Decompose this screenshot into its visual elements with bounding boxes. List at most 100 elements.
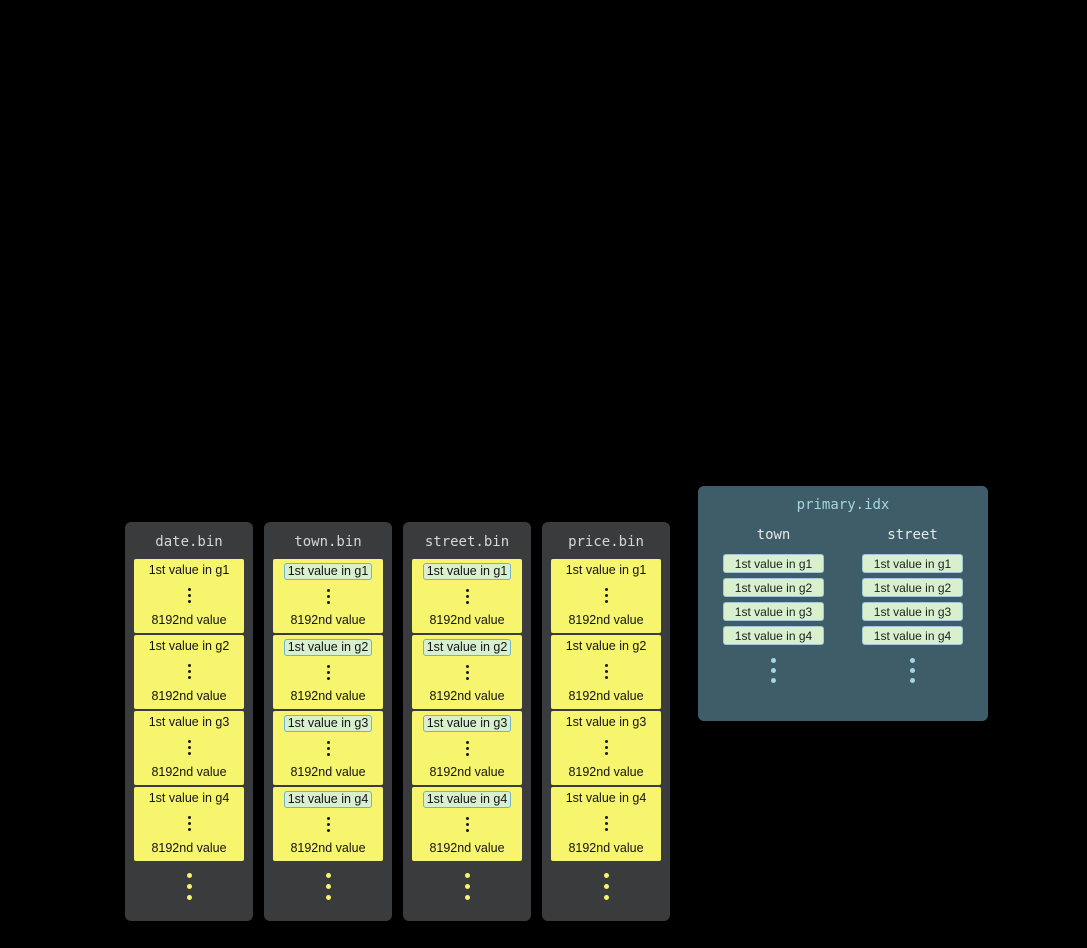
dot bbox=[325, 873, 331, 878]
granule-last-value: 8192nd value bbox=[568, 841, 644, 855]
granule-first-value: 1st value in g4 bbox=[148, 791, 230, 805]
granule-ellipsis-dots bbox=[187, 816, 191, 831]
dot bbox=[603, 873, 609, 878]
granule-ellipsis-dots bbox=[604, 588, 608, 603]
index-entry-g2: 1st value in g2 bbox=[723, 578, 824, 597]
granule-ellipsis-dots bbox=[326, 817, 330, 832]
granule-ellipsis-dots bbox=[187, 588, 191, 603]
granule-first-value-highlighted: 1st value in g1 bbox=[283, 563, 373, 580]
dot bbox=[604, 664, 608, 667]
bin-column-title: street.bin bbox=[424, 534, 510, 550]
dot bbox=[604, 594, 608, 597]
granule-first-value-highlighted: 1st value in g3 bbox=[283, 715, 373, 732]
dot bbox=[464, 873, 470, 878]
granule-first-value: 1st value in g3 bbox=[148, 715, 230, 729]
index-entry-g1: 1st value in g1 bbox=[723, 554, 824, 573]
granule-last-value: 8192nd value bbox=[429, 689, 505, 703]
more-granules-dots bbox=[464, 873, 470, 900]
index-entry-g3: 1st value in g3 bbox=[723, 602, 824, 621]
granule-ellipsis-dots bbox=[604, 816, 608, 831]
dot bbox=[465, 741, 469, 744]
dot bbox=[187, 588, 191, 591]
bin-column-title: price.bin bbox=[568, 534, 644, 550]
index-entry-g2: 1st value in g2 bbox=[862, 578, 963, 597]
granule-block-g3: 1st value in g3 8192nd value bbox=[134, 711, 244, 785]
granule-last-value: 8192nd value bbox=[151, 689, 227, 703]
dot bbox=[604, 828, 608, 831]
granule-first-value-highlighted: 1st value in g4 bbox=[283, 791, 373, 808]
dot bbox=[326, 829, 330, 832]
dot bbox=[187, 664, 191, 667]
dot bbox=[465, 665, 469, 668]
dot bbox=[603, 895, 609, 900]
dot bbox=[604, 752, 608, 755]
granule-ellipsis-dots bbox=[326, 589, 330, 604]
granule-last-value: 8192nd value bbox=[290, 613, 366, 627]
dot bbox=[465, 747, 469, 750]
dot bbox=[465, 677, 469, 680]
granule-last-value: 8192nd value bbox=[568, 765, 644, 779]
dot bbox=[187, 816, 191, 819]
dot bbox=[465, 589, 469, 592]
granule-ellipsis-dots bbox=[465, 589, 469, 604]
dot bbox=[604, 600, 608, 603]
dot bbox=[326, 741, 330, 744]
dot bbox=[187, 740, 191, 743]
dot bbox=[465, 823, 469, 826]
granule-last-value: 8192nd value bbox=[568, 689, 644, 703]
granule-first-value-highlighted: 1st value in g1 bbox=[422, 563, 512, 580]
dot bbox=[326, 823, 330, 826]
dot bbox=[325, 895, 331, 900]
granule-ellipsis-dots bbox=[604, 664, 608, 679]
granule-last-value: 8192nd value bbox=[290, 765, 366, 779]
granule-first-value-highlighted: 1st value in g2 bbox=[283, 639, 373, 656]
dot bbox=[187, 676, 191, 679]
dot bbox=[465, 753, 469, 756]
dot bbox=[187, 822, 191, 825]
dot bbox=[604, 588, 608, 591]
dot bbox=[325, 884, 331, 889]
bin-column-title: town.bin bbox=[294, 534, 362, 550]
dot bbox=[326, 595, 330, 598]
granule-first-value: 1st value in g4 bbox=[565, 791, 647, 805]
granule-last-value: 8192nd value bbox=[151, 613, 227, 627]
granule-block-g4: 1st value in g4 8192nd value bbox=[551, 787, 661, 861]
primary-index-title: primary.idx bbox=[796, 497, 890, 513]
dot bbox=[910, 658, 915, 663]
dot bbox=[186, 884, 192, 889]
granule-last-value: 8192nd value bbox=[151, 765, 227, 779]
index-entry-g4: 1st value in g4 bbox=[862, 626, 963, 645]
dot bbox=[604, 746, 608, 749]
granule-ellipsis-dots bbox=[465, 665, 469, 680]
granule-ellipsis-dots bbox=[326, 741, 330, 756]
dot bbox=[603, 884, 609, 889]
dot bbox=[186, 895, 192, 900]
dot bbox=[326, 671, 330, 674]
dot bbox=[771, 678, 776, 683]
more-index-entries-dots bbox=[910, 658, 915, 683]
granule-ellipsis-dots bbox=[465, 741, 469, 756]
dot bbox=[910, 668, 915, 673]
granule-block-g1: 1st value in g1 8192nd value bbox=[273, 559, 383, 633]
granule-ellipsis-dots bbox=[187, 664, 191, 679]
dot bbox=[187, 828, 191, 831]
dot bbox=[326, 665, 330, 668]
more-index-entries-dots bbox=[771, 658, 776, 683]
dot bbox=[464, 895, 470, 900]
more-granules-dots bbox=[186, 873, 192, 900]
dot bbox=[604, 740, 608, 743]
index-entry-g3: 1st value in g3 bbox=[862, 602, 963, 621]
dot bbox=[604, 676, 608, 679]
dot bbox=[187, 594, 191, 597]
dot bbox=[326, 747, 330, 750]
